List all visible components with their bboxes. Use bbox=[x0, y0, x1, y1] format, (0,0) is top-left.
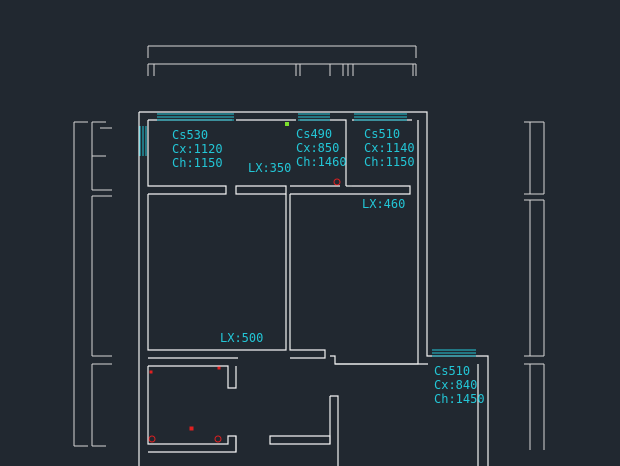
window-1-ch: Ch:1150 bbox=[172, 156, 223, 170]
left-dimension-lines bbox=[73, 121, 112, 447]
node-marker bbox=[285, 122, 289, 126]
window-label-4: Cs510 Cx:840 Ch:1450 bbox=[434, 364, 485, 406]
doorway-label-2: LX:460 bbox=[362, 197, 406, 211]
window-label-3: Cs510 Cx:1140 Ch:1150 bbox=[364, 127, 415, 169]
window-4-cx: Cx:840 bbox=[434, 378, 478, 392]
window-label-2: Cs490 Cx:850 Ch:1460 bbox=[296, 127, 347, 169]
window-2-cs: Cs490 bbox=[296, 127, 333, 141]
window-3-cx: Cx:1140 bbox=[364, 141, 415, 155]
window-2-ch: Ch:1460 bbox=[296, 155, 347, 169]
right-dimension-lines bbox=[524, 121, 545, 450]
window-1-cs: Cs530 bbox=[172, 128, 209, 142]
window-label-1: Cs530 Cx:1120 Ch:1150 bbox=[172, 128, 223, 170]
doorway-label-1: LX:350 bbox=[248, 161, 292, 175]
top-dimension-lines bbox=[147, 45, 417, 76]
red-markers bbox=[148, 178, 341, 443]
window-3-ch: Ch:1150 bbox=[364, 155, 415, 169]
window-1-cx: Cx:1120 bbox=[172, 142, 223, 156]
window-3-cs: Cs510 bbox=[364, 127, 401, 141]
windows bbox=[139, 113, 476, 357]
window-4-cs: Cs510 bbox=[434, 364, 471, 378]
doorway-label-3: LX:500 bbox=[220, 331, 264, 345]
window-4-ch: Ch:1450 bbox=[434, 392, 485, 406]
window-2-cx: Cx:850 bbox=[296, 141, 340, 155]
